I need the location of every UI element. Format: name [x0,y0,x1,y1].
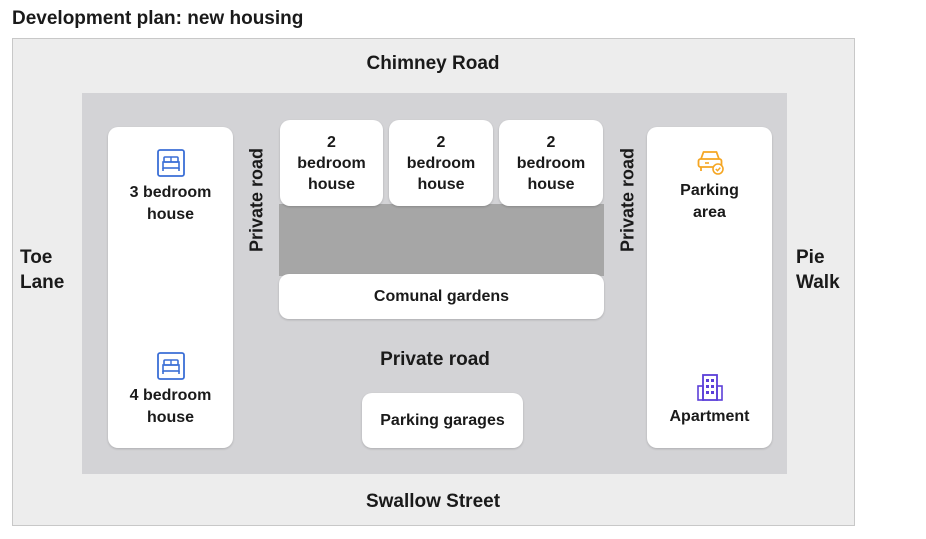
street-south: Swallow Street [365,491,501,512]
central-courtyard [279,204,604,276]
bed-icon [156,149,185,177]
plot-label-line2: house [146,409,195,426]
plot-3-bedroom-house: 3 bedroom house [108,148,233,226]
plot-label-line1: 2 [436,133,446,151]
plot-2-bedroom-house: 2 bedroom house [280,120,383,206]
plot-east-area [647,127,772,448]
parking-area: Parking area [647,146,772,224]
parking-label-line1: Parking [680,182,739,199]
plot-label-line1: 3 bedroom [129,184,212,201]
plot-label-line2: bedroom [406,154,476,172]
diagram-title: Development plan: new housing [12,8,304,29]
communal-gardens: Comunal gardens [279,274,604,319]
street-east-line1: Pie [796,247,825,268]
apartment: Apartment [647,372,772,428]
gardens-label: Comunal gardens [373,288,510,305]
plot-label-line3: house [417,175,465,193]
plot-4-bedroom-house: 4 bedroom house [108,351,233,429]
plot-label-line2: bedroom [297,154,366,172]
plot-label-line2: house [146,206,195,223]
apartment-label: Apartment [669,408,750,425]
street-west-line2: Lane [20,272,65,293]
street-west-line1: Toe [20,247,53,268]
parking-label-line2: area [693,204,726,221]
garages-label: Parking garages [380,412,505,429]
plot-label-line3: house [527,175,575,193]
plot-label-line2: bedroom [516,154,586,172]
car-icon [697,151,724,175]
private-road-west: Private road [246,147,267,252]
building-icon [696,374,723,401]
plot-west-houses [108,127,233,448]
street-north: Chimney Road [366,53,500,74]
street-east: Pie Walk [796,245,840,295]
private-road-east: Private road [617,147,638,252]
street-east-line2: Walk [796,272,840,293]
plot-label-line1: 2 [327,133,336,151]
plot-label-line1: 2 [546,133,556,151]
plot-label-line1: 4 bedroom [129,387,212,404]
parking-garages: Parking garages [362,393,523,448]
plot-2-bedroom-house: 2 bedroom house [499,120,603,206]
private-road-center: Private road [380,349,490,370]
plot-label-line3: house [307,175,356,193]
plot-2-bedroom-house: 2 bedroom house [389,120,493,206]
street-west: Toe Lane [20,245,64,295]
bed-icon [156,352,185,380]
